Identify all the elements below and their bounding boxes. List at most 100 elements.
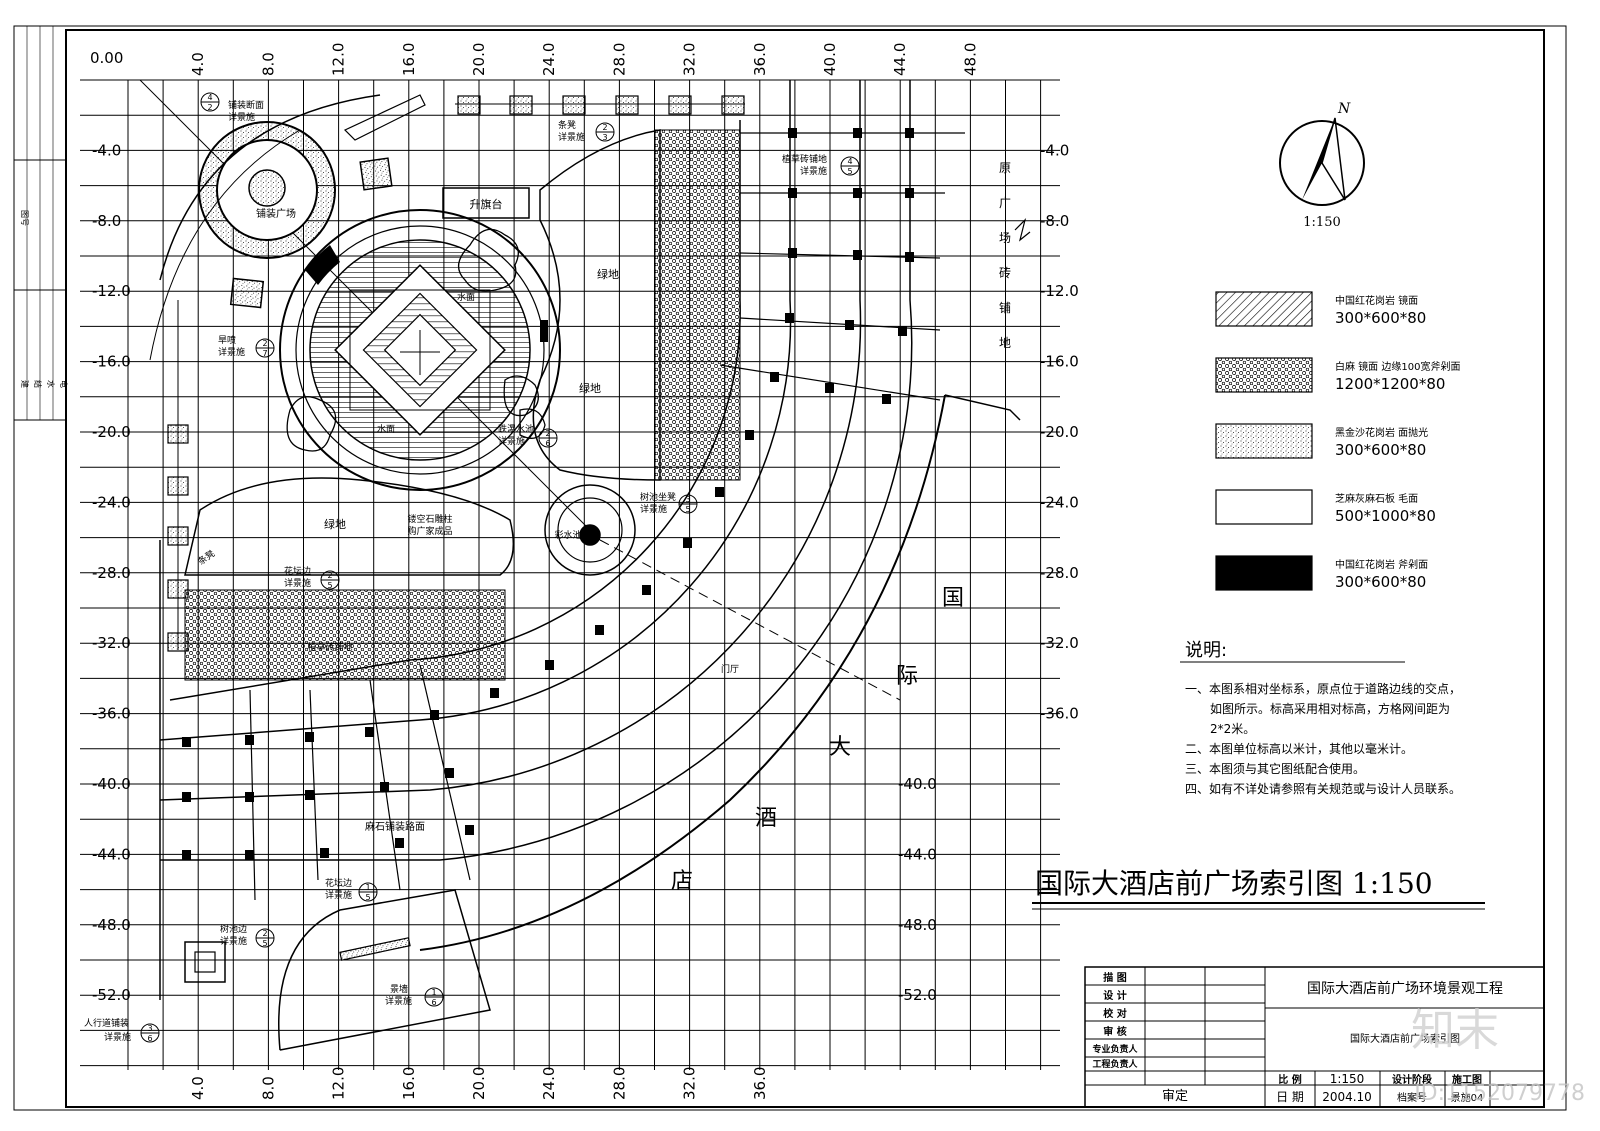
callout: 植草砖铺地 详景施 4 5 xyxy=(782,153,860,177)
approve-label: 审定 xyxy=(1162,1089,1188,1104)
label-column: 购广家成品 xyxy=(407,525,452,537)
archive-label: 档案号 xyxy=(1397,1091,1427,1104)
x-tick-label-top: 48.0 xyxy=(961,43,979,76)
label-lobby: 门厅 xyxy=(721,663,739,675)
x-tick-label-top: 4.0 xyxy=(189,52,207,76)
legend-material: 黑金沙花岗岩 面抛光 xyxy=(1335,426,1428,439)
origin-label: 0.00 xyxy=(90,49,123,67)
drawing-title: 国际大酒店前广场索引图 1:150 xyxy=(1032,867,1485,910)
svg-text:5: 5 xyxy=(685,505,690,514)
svg-text:详景施: 详景施 xyxy=(385,995,412,1007)
svg-text:旱喷: 旱喷 xyxy=(218,335,236,346)
svg-text:2: 2 xyxy=(262,339,267,348)
y-tick-label-left: -8.0 xyxy=(92,212,121,230)
label-hotel: 酒 xyxy=(755,806,777,831)
central-plaza-ring xyxy=(279,209,561,491)
note-line: 一、本图系相对坐标系，原点位于道路边线的交点， xyxy=(1185,681,1461,696)
y-tick-label-left: -36.0 xyxy=(92,705,131,723)
side-strip-label: 水 xyxy=(46,380,56,388)
x-tick-label-bottom: 24.0 xyxy=(540,1067,558,1100)
legend-size: 300*600*80 xyxy=(1335,441,1426,459)
label-paved-plaza: 铺装广场 xyxy=(256,207,296,220)
callout: 旱喷 详景施 2 7 xyxy=(218,335,275,358)
drawing-title-text: 国际大酒店前广场索引图 1:150 xyxy=(1035,867,1433,900)
legend-material: 白麻 镜面 边缘100宽斧剁面 xyxy=(1335,360,1460,373)
legend-material: 中国红花岗岩 镜面 xyxy=(1335,294,1418,307)
label-original-plaza: 砖 xyxy=(999,265,1011,280)
inner-border xyxy=(65,29,1545,1108)
scale-value: 1:150 xyxy=(1330,1072,1365,1086)
label-hotel: 际 xyxy=(896,664,918,689)
role-label: 审 核 xyxy=(1103,1025,1126,1038)
side-strip-label: 电 xyxy=(59,380,69,388)
svg-text:详景施: 详景施 xyxy=(218,346,245,358)
side-strip-label: 图号 xyxy=(20,210,29,226)
svg-text:5: 5 xyxy=(327,581,332,590)
y-tick-label-left: -44.0 xyxy=(92,845,131,863)
callout: 跌瀑水池 详景施 2 6 xyxy=(498,423,558,448)
label-hotel: 国 xyxy=(942,586,964,611)
date-value: 2004.10 xyxy=(1322,1090,1372,1104)
x-tick-label-top: 44.0 xyxy=(891,43,909,76)
y-tick-label-right: -16.0 xyxy=(1040,353,1079,371)
x-tick-label-top: 40.0 xyxy=(821,43,839,76)
stage-label: 设计阶段 xyxy=(1392,1073,1432,1086)
stage-value: 施工图 xyxy=(1452,1073,1482,1086)
x-tick-label-top: 8.0 xyxy=(259,52,277,76)
notes-heading: 说明: xyxy=(1185,640,1227,661)
x-tick-label-top: 32.0 xyxy=(681,43,699,76)
label-flagpole: 升旗台 xyxy=(470,197,503,211)
label-grass-paving: 植草砖铺地 xyxy=(307,641,352,653)
label-water: 水面 xyxy=(457,291,475,303)
date-label: 日 期 xyxy=(1276,1090,1304,1104)
svg-text:详景施: 详景施 xyxy=(284,577,311,589)
notes: 说明: 一、本图系相对坐标系，原点位于道路边线的交点， 如图所示。标高采用相对标… xyxy=(1180,640,1461,796)
outer-border xyxy=(13,25,1567,1111)
x-tick-label-top: 20.0 xyxy=(470,43,488,76)
svg-text:详景施: 详景施 xyxy=(325,889,352,901)
x-tick-label-bottom: 12.0 xyxy=(330,1067,348,1100)
svg-text:2: 2 xyxy=(262,929,267,938)
y-tick-label-left: -20.0 xyxy=(92,423,131,441)
x-tick-label-top: 16.0 xyxy=(400,43,418,76)
svg-text:花坛边: 花坛边 xyxy=(325,877,352,889)
svg-text:2: 2 xyxy=(207,103,212,112)
legend-size: 500*1000*80 xyxy=(1335,507,1436,525)
x-tick-label-bottom: 4.0 xyxy=(189,1076,207,1100)
y-tick-label-right: -28.0 xyxy=(1040,564,1079,582)
y-tick-label-right: -24.0 xyxy=(1040,493,1079,511)
role-label: 设 计 xyxy=(1103,989,1126,1002)
side-strip: 图号 建 结 水 电 xyxy=(14,26,69,421)
svg-text:详景施: 详景施 xyxy=(228,111,255,123)
svg-text:3: 3 xyxy=(147,1024,152,1033)
compass-icon xyxy=(1279,120,1365,206)
legend-swatch xyxy=(1215,489,1313,525)
y-tick-label-left: -16.0 xyxy=(92,353,131,371)
project-name: 国际大酒店前广场环境景观工程 xyxy=(1307,980,1503,997)
detail-callouts: 铺装断面 详景施 4 2 条凳 详景施 2 3 植草砖铺地 详景施 4 5 旱喷… xyxy=(84,92,860,1043)
callout: 花坛边 详景施 1 5 xyxy=(325,877,378,902)
callout: 花坛边 详景施 2 5 xyxy=(284,565,340,590)
y-tick-label-right: -20.0 xyxy=(1040,423,1079,441)
svg-text:树池边: 树池边 xyxy=(220,923,247,935)
y-tick-label-right: -12.0 xyxy=(1040,282,1079,300)
label-hotel: 店 xyxy=(671,869,693,894)
label-original-plaza: 广 xyxy=(999,196,1011,210)
label-original-plaza: 铺 xyxy=(999,301,1011,315)
label-bench: 条凳 xyxy=(195,547,217,567)
note-line: 2*2米。 xyxy=(1210,722,1255,736)
svg-text:7: 7 xyxy=(262,349,267,358)
x-tick-label-top: 28.0 xyxy=(610,43,628,76)
legend-material: 芝麻灰麻石板 毛面 xyxy=(1335,492,1418,505)
legend-size: 300*600*80 xyxy=(1335,573,1426,591)
legend-size: 300*600*80 xyxy=(1335,309,1426,327)
svg-text:6: 6 xyxy=(431,998,436,1007)
note-line: 如图所示。标高采用相对标高，方格网间距为 xyxy=(1210,701,1450,716)
note-line: 三、本图须与其它图纸配合使用。 xyxy=(1185,761,1365,776)
svg-text:条凳: 条凳 xyxy=(558,119,576,131)
svg-text:人行道铺装: 人行道铺装 xyxy=(84,1017,129,1029)
label-column: 镂空石雕柱 xyxy=(407,513,452,525)
label-water: 水面 xyxy=(377,423,395,435)
role-label: 专业负责人 xyxy=(1092,1043,1138,1055)
